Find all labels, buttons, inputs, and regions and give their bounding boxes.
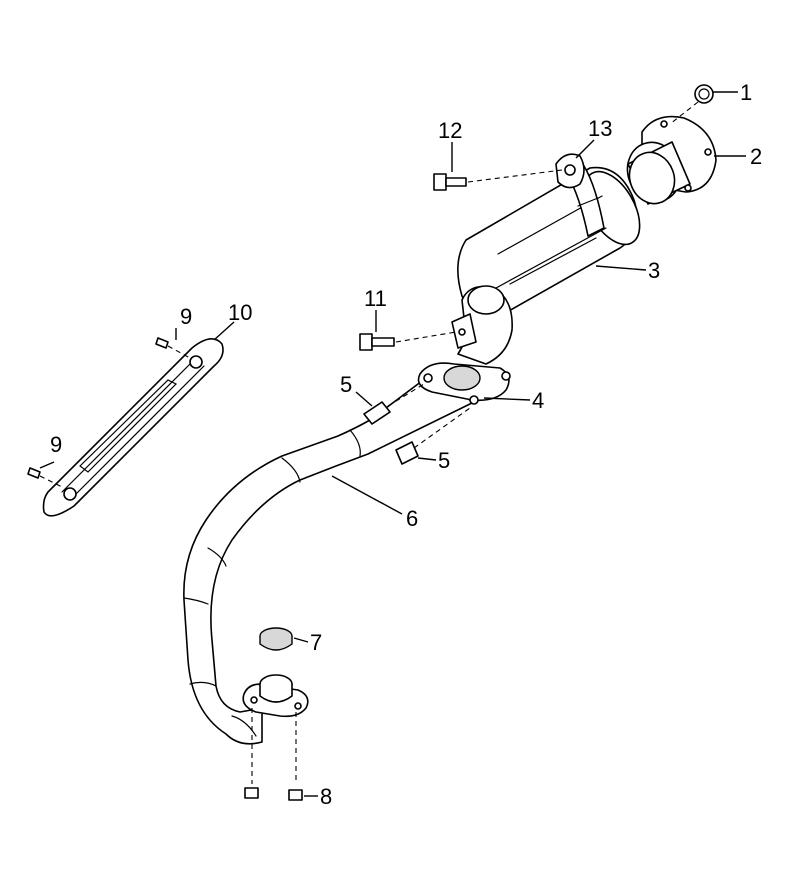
muffler-mount-bracket [555,153,585,189]
neck-mount-tab [451,313,477,349]
callout-7: 7 [310,630,322,655]
exhaust-header-pipe [183,377,475,745]
callout-10: 10 [228,300,252,325]
tail-pipe-end-cap [626,115,717,205]
callout-11: 11 [364,286,387,311]
callout-2: 2 [750,144,762,169]
neck-mount-bolt [359,331,457,351]
callout-4: 4 [532,388,544,413]
callout-5-lower: 5 [438,448,450,473]
callout-3: 3 [648,258,660,283]
callout-8: 8 [320,784,332,809]
bracket-bolt-lower [27,467,65,489]
header-flange [242,674,309,718]
clamp-bolt-upper [363,383,425,425]
pipe-clamp-flange [417,362,511,405]
callout-5-upper: 5 [340,372,352,397]
callout-9-lower: 9 [50,432,62,457]
leader-lines [39,91,746,797]
clamp-bolt-lower [395,407,471,465]
callout-9-upper: 9 [180,304,192,329]
end-cap-screw [669,84,714,125]
callout-12: 12 [438,118,462,143]
flange-nut-right [288,712,303,801]
heat-shield-bracket [42,338,224,517]
muffler-body [457,165,641,365]
callout-6: 6 [406,506,418,531]
exhaust-gasket [259,627,293,651]
bracket-bolt-upper [155,337,191,359]
flange-nut-left [244,708,259,799]
callout-13: 13 [588,116,612,141]
muffler-mount-bolt [433,169,563,191]
callout-1: 1 [740,80,752,105]
